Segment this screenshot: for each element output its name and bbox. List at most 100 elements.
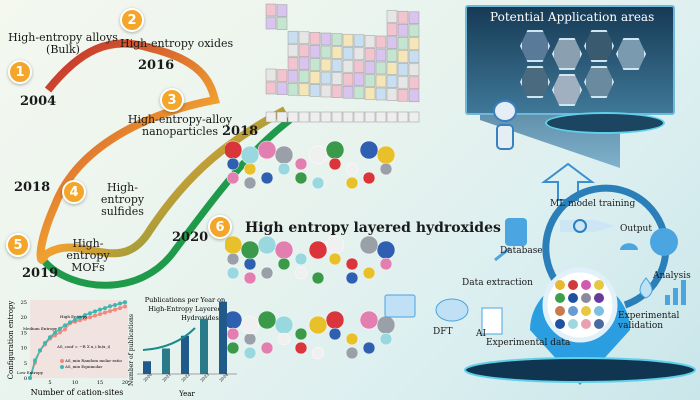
element-tile [309,45,321,58]
data-point [28,376,32,380]
element-tile [386,111,398,123]
y-tick-label: 15 [21,330,27,336]
color-dot [594,319,604,329]
annotation: Low Entropy [17,370,44,375]
x-axis-label: Number of cation-sites [31,388,124,397]
element-tile [331,46,343,59]
atom [379,162,393,176]
color-dot [555,280,565,290]
x-tick-label: 15 [97,380,103,386]
element-tile [353,73,365,87]
element-tile [408,37,420,51]
atom [311,176,325,190]
data-point [103,306,107,311]
element-tile [408,50,420,64]
atom [362,266,376,280]
bar [181,335,189,374]
milestone-2-badge: 2 [120,8,144,32]
data-point [83,316,87,321]
legend-entry: ΔS_mix Random molar ratio [65,358,123,363]
element-tile [386,36,398,49]
element-tile [408,24,420,38]
data-point [98,307,102,312]
legend-marker [60,365,64,369]
atom [257,310,277,330]
application-image [584,66,614,98]
element-tile [408,89,420,103]
data-point [83,313,87,318]
atom [294,157,308,171]
element-tile [320,71,332,85]
application-image [520,66,550,98]
atom [257,140,277,160]
x-tick-label: 2023 [199,372,210,383]
data-point [38,348,42,353]
dft-label: DFT [433,327,453,337]
data-point [78,315,82,320]
data-point [98,312,102,317]
element-tile [353,47,365,61]
database-label: Database [500,246,543,256]
data-point [93,313,97,318]
application-images [520,30,650,110]
legend-entry: ΔS_mix Equimolar [65,364,102,369]
data-point [93,309,97,314]
element-tile [309,84,321,97]
output-label: Output [620,224,652,234]
element-tile [408,111,420,123]
atom [308,240,328,260]
data-point [113,303,117,308]
atom [294,252,308,266]
annotation: ΔS_conf = −R Σ x_i ln(x_i) [57,344,111,349]
data-point [33,358,37,363]
element-tile [397,62,409,76]
atom [243,332,257,346]
atom [294,171,308,185]
application-image [616,38,646,70]
element-tile [298,70,310,84]
element-tile [342,46,354,60]
y-tick-label: 10 [21,346,27,352]
element-tile [364,48,376,61]
data-point [63,323,67,328]
milestone-3-label: High-entropy-alloy nanoparticles [127,113,233,138]
element-tile [287,111,299,123]
element-tile [375,74,387,88]
atom [311,346,325,360]
legend-marker [60,359,64,363]
element-tile [287,69,299,83]
atom [311,271,325,285]
element-tile [309,111,321,123]
x-tick-label: 20 [122,380,128,386]
gear-icon [573,219,587,233]
atom [328,252,342,266]
y-axis-label: Configuration entropy [7,301,15,380]
bar [200,318,208,374]
element-tile [408,76,420,90]
rocket-icon [560,220,615,232]
ml-workflow [384,162,696,385]
atom [226,252,240,266]
data-point [78,318,82,323]
element-tile [386,88,398,101]
color-dot [594,280,604,290]
milestone-5-label: High-entropy MOFs [66,237,110,274]
atom [274,145,294,165]
data-extraction-icon [494,246,511,262]
data-point [68,320,72,325]
element-tile [298,31,310,45]
atom [328,157,342,171]
color-dot [581,319,591,329]
x-tick-label: 2022 [180,372,191,383]
element-tile [265,3,277,17]
element-tile [309,71,321,84]
atom [379,332,393,346]
x-tick-label: 2024 [218,372,229,383]
atom [243,271,257,285]
element-tile [342,72,354,86]
atom [260,341,274,355]
element-tile [276,4,288,17]
color-dot [568,306,578,316]
element-tile [331,59,343,72]
element-tile [364,111,376,123]
